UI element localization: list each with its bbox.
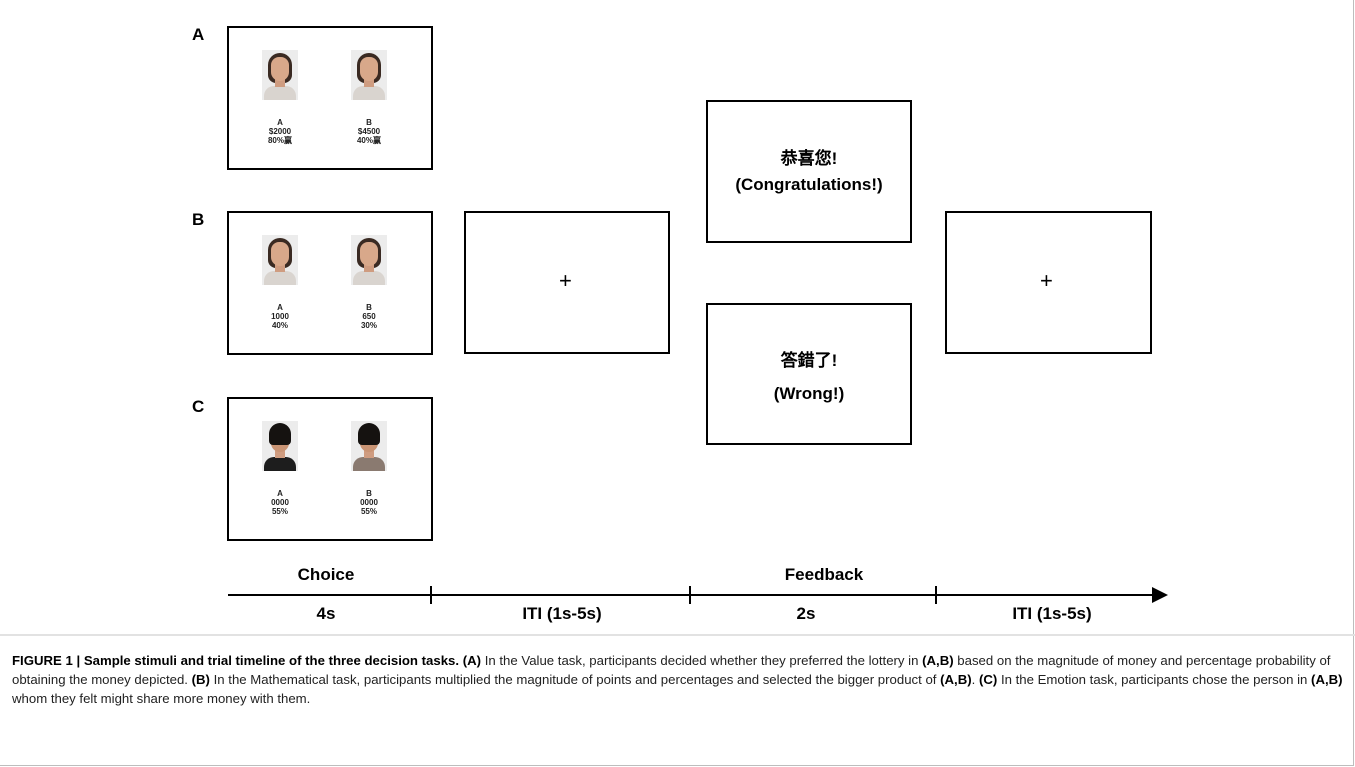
face-image-b2 — [351, 235, 387, 285]
fixation-cross: + — [1040, 268, 1053, 293]
feedback-correct-en: (Congratulations!) — [735, 175, 883, 194]
timeline-axis — [228, 594, 1158, 596]
iti-fixation-screen-1: + — [464, 211, 670, 354]
phase-iti-2-duration: ITI (1s-5s) — [1012, 604, 1092, 623]
feedback-wrong-screen: 答錯了! (Wrong!) — [706, 303, 912, 445]
figure-caption: FIGURE 1 | Sample stimuli and trial time… — [12, 653, 1343, 706]
timeline-tick — [935, 586, 937, 604]
face-image-c1 — [262, 421, 298, 471]
iti-fixation-screen-2: + — [945, 211, 1152, 354]
feedback-wrong-en: (Wrong!) — [773, 384, 845, 403]
feedback-correct-screen: 恭喜您! (Congratulations!) — [706, 100, 912, 243]
face-image-c2 — [351, 421, 387, 471]
phase-iti-1-duration: ITI (1s-5s) — [522, 604, 602, 623]
timeline-tick — [689, 586, 691, 604]
caption-divider — [0, 634, 1355, 636]
figure-title: FIGURE 1 | Sample stimuli and trial time… — [12, 653, 460, 668]
face-image-a1 — [262, 50, 298, 100]
panel-label-a: A — [192, 25, 205, 44]
fixation-cross: + — [559, 268, 572, 293]
face-image-a2 — [351, 50, 387, 100]
phase-feedback-label: Feedback — [784, 565, 864, 584]
feedback-correct-zh: 恭喜您! — [780, 149, 838, 168]
face-image-b1 — [262, 235, 298, 285]
timeline-arrowhead — [1152, 587, 1168, 603]
timeline-tick — [430, 586, 432, 604]
panel-label-c: C — [192, 397, 205, 416]
phase-choice-label: Choice — [297, 565, 355, 584]
phase-choice-duration: 4s — [316, 604, 336, 623]
feedback-wrong-zh: 答錯了! — [780, 351, 838, 370]
phase-feedback-duration: 2s — [796, 604, 816, 623]
panel-label-b: B — [192, 210, 205, 229]
